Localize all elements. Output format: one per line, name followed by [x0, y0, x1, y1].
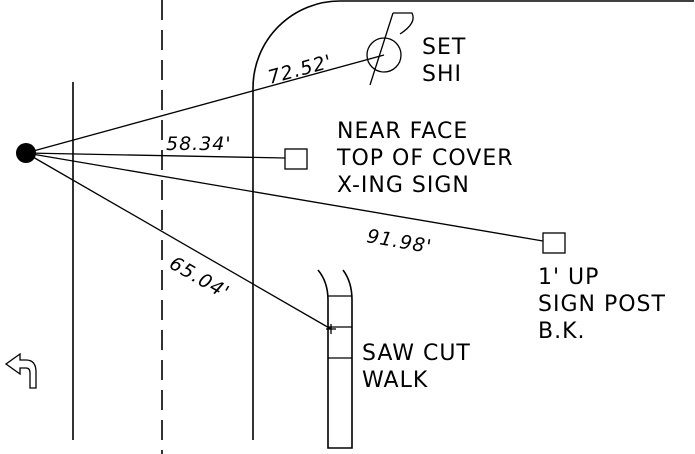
label-sign-post: SIGN POST	[538, 292, 666, 317]
line-to-near-face	[25, 152, 286, 159]
measurement-saw-cut: 65.04'	[166, 252, 234, 304]
line-to-set-shi	[25, 54, 385, 154]
label-x-ing-sign: X-ING SIGN	[337, 173, 470, 198]
walkway-outline	[317, 269, 353, 449]
label-shi: SHI	[422, 62, 462, 87]
line-to-sign-post	[25, 152, 544, 242]
line-to-saw-cut	[25, 152, 332, 330]
curved-return-arrow-icon	[4, 352, 37, 389]
label-bk: B.K.	[538, 319, 586, 344]
label-set: SET	[422, 35, 466, 60]
shi-marker-icon	[366, 12, 414, 86]
label-1-up: 1' UP	[538, 265, 599, 290]
reference-point-icon	[16, 143, 36, 163]
sign-post-marker-icon	[542, 232, 566, 254]
label-saw-cut: SAW CUT	[362, 341, 471, 366]
label-walk: WALK	[362, 368, 428, 393]
measurement-set-shi: 72.52'	[266, 51, 335, 89]
measurement-sign-post: 91.98'	[365, 225, 433, 258]
measurement-near-face: 58.34'	[166, 133, 232, 155]
curb-return-line	[252, 0, 694, 440]
label-near-face: NEAR FACE	[337, 119, 468, 144]
label-top-of-cover: TOP OF COVER	[336, 146, 514, 171]
near-face-marker-icon	[284, 148, 308, 170]
